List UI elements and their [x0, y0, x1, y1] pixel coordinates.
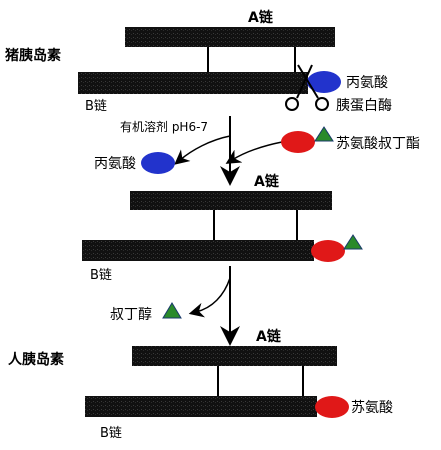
- reaction1-condition: 有机溶剂 pH6-7: [120, 119, 208, 134]
- stage2-a-chain: [130, 191, 332, 210]
- stage2-b-chain: [82, 240, 314, 261]
- stage3-b-chain-label: B链: [100, 426, 122, 441]
- alanine-label: 丙氨酸: [346, 75, 388, 91]
- released-tertbutyl: [162, 302, 182, 319]
- stage2-b-chain-label: B链: [90, 268, 112, 283]
- trypsin-label: 胰蛋白酶: [336, 98, 392, 114]
- stage1-a-chain-label: A链: [248, 9, 274, 26]
- stage3-title: 人胰岛素: [8, 351, 64, 368]
- alanine-residue: [307, 71, 341, 93]
- stage3-a-chain-label: A链: [256, 328, 282, 345]
- stage1-b-chain: [78, 72, 308, 94]
- released-alanine: [141, 152, 175, 174]
- stage2-threonine: [311, 240, 345, 262]
- stage1-title: 猪胰岛素: [4, 47, 61, 64]
- stage3-a-chain: [132, 346, 337, 366]
- threonine-ester-tertbutyl: [314, 126, 334, 142]
- threonine-ester-threonine: [281, 131, 315, 153]
- tertbutanol-release-arrow: [188, 277, 231, 318]
- stage3-terminal-label: 苏氨酸: [351, 400, 393, 416]
- stage2-tertbutyl: [343, 234, 363, 250]
- scissors-icon: [285, 64, 329, 111]
- threonine-ester-label: 苏氨酸叔丁酯: [336, 136, 420, 152]
- stage1-a-chain: [125, 27, 335, 47]
- stage1-b-chain-label: B链: [85, 99, 107, 114]
- tertbutanol-label: 叔丁醇: [110, 306, 152, 323]
- stage3-b-chain: [85, 396, 317, 417]
- alanine-release-arrow: [174, 135, 231, 165]
- stage3-threonine: [315, 396, 349, 418]
- reagent-add-arrow: [225, 141, 283, 164]
- released-alanine-label: 丙氨酸: [94, 156, 136, 172]
- stage2-a-chain-label: A链: [254, 173, 280, 190]
